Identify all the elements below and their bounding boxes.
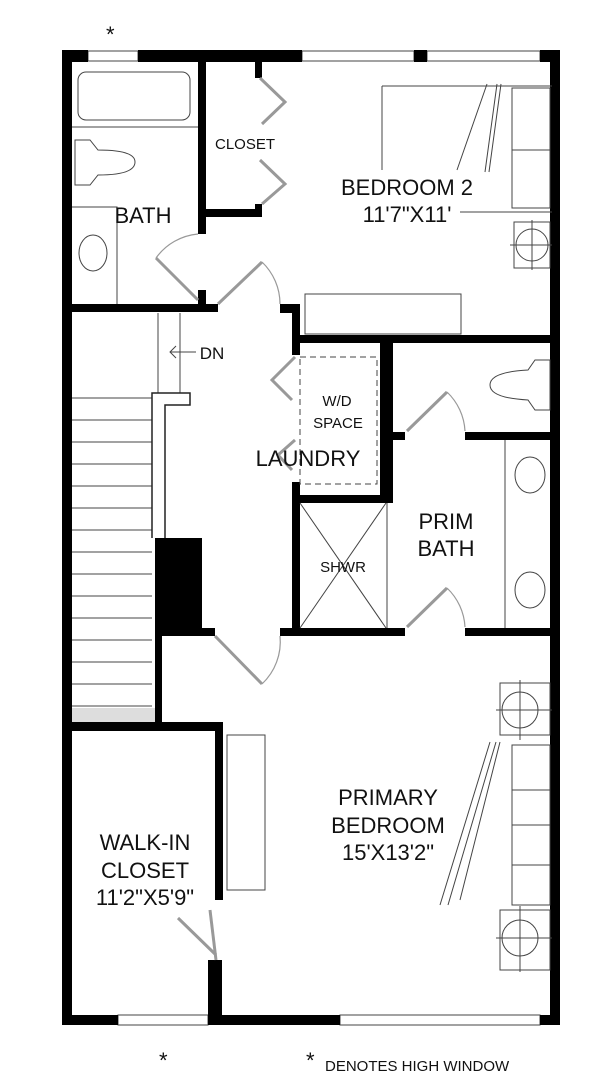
laundry-label: LAUNDRY xyxy=(256,446,361,471)
bedroom2-size: 11'7"X11' xyxy=(363,202,452,227)
prim-bath-label-1: PRIM xyxy=(419,509,474,534)
bedroom2-label: BEDROOM 2 xyxy=(341,175,473,200)
walkin-size: 11'2"X5'9" xyxy=(96,885,194,910)
legend-asterisk: * xyxy=(306,1048,315,1073)
primary-bedroom-label-1: PRIMARY xyxy=(338,785,438,810)
wd-label-1: W/D xyxy=(322,393,351,410)
walls xyxy=(62,50,560,1025)
prim-bath-label-2: BATH xyxy=(417,536,474,561)
bed-bedroom2 xyxy=(381,83,552,213)
bath-label: BATH xyxy=(114,203,171,228)
room-labels: CLOSET BATH BEDROOM 2 11'7"X11' DN W/D S… xyxy=(96,136,475,910)
dresser-bedroom2 xyxy=(304,293,462,335)
sink xyxy=(78,234,108,272)
shower-label: SHWR xyxy=(320,559,366,576)
staircase xyxy=(72,313,196,722)
closet-label: CLOSET xyxy=(215,136,275,153)
toilet xyxy=(74,139,136,186)
bathtub xyxy=(77,71,191,121)
wd-space xyxy=(299,356,378,485)
legend: * * * DENOTES HIGH WINDOW xyxy=(106,22,510,1075)
high-window-asterisk: * xyxy=(106,22,115,47)
walkin-label-2: CLOSET xyxy=(101,858,189,883)
dn-label: DN xyxy=(200,344,225,363)
primary-bedroom-size: 15'X13'2" xyxy=(342,840,434,865)
handrail xyxy=(151,392,191,538)
down-arrow-icon xyxy=(169,345,196,359)
fixtures xyxy=(72,71,552,972)
legend-text: DENOTES HIGH WINDOW xyxy=(325,1058,510,1075)
dresser-walkin xyxy=(226,734,266,891)
doors xyxy=(154,76,466,961)
primary-bedroom-label-2: BEDROOM xyxy=(331,813,445,838)
bed-primary xyxy=(439,741,551,906)
walkin-label-1: WALK-IN xyxy=(100,830,191,855)
shower-x xyxy=(299,502,387,629)
wd-label-2: SPACE xyxy=(313,415,363,432)
high-window-asterisk: * xyxy=(159,1048,168,1073)
toilet-prim-bath xyxy=(489,359,551,411)
